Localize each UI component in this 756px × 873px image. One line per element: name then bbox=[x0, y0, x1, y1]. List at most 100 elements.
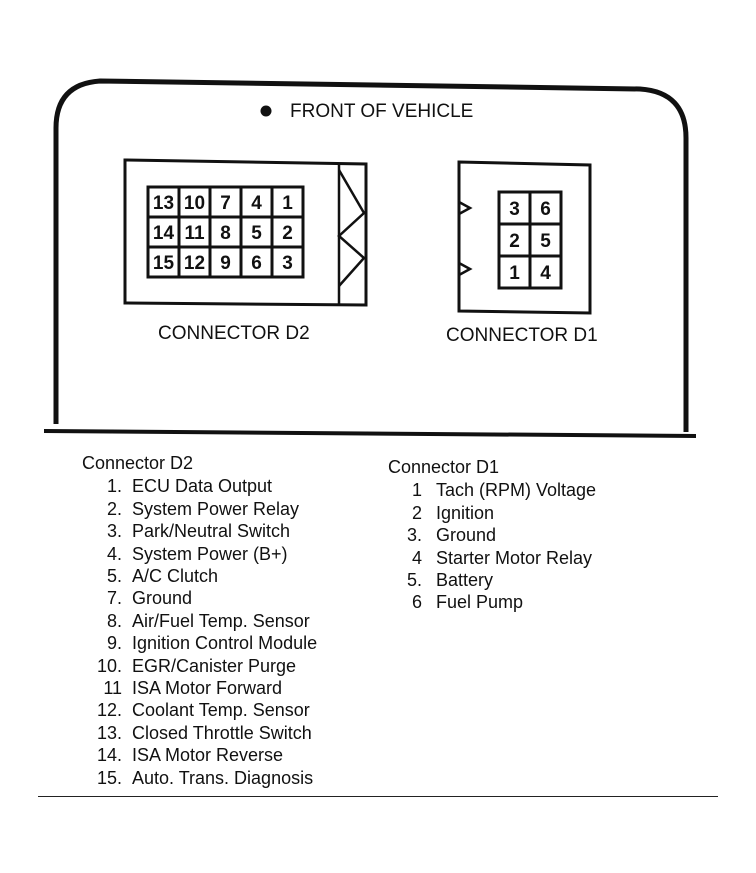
legend-d2-item: 15. Auto. Trans. Diagnosis bbox=[82, 767, 317, 789]
legend-d2-item-label: Auto. Trans. Diagnosis bbox=[132, 767, 314, 788]
pin-number: 4 bbox=[251, 193, 262, 214]
legend-d2-item-number: 1. bbox=[106, 476, 122, 497]
ecu-housing-outline bbox=[53, 78, 689, 432]
legend-d2-list: 1. ECU Data Output 2. System Power Relay 3. P… bbox=[82, 475, 317, 789]
legend-d2-item: 14. ISA Motor Reverse bbox=[82, 744, 317, 766]
legend-d1-item: 6 Fuel Pump bbox=[388, 591, 596, 613]
pin-number: 15 bbox=[153, 253, 175, 274]
legend-d1-item-label: Tach (RPM) Voltage bbox=[436, 480, 597, 501]
legend-d2-item: 1. ECU Data Output bbox=[82, 475, 317, 497]
legend-d2-item-number: 14. bbox=[96, 745, 122, 766]
legend-d1-item-number: 2 bbox=[411, 502, 422, 523]
legend-d2-item: 9.Ignition Control Module bbox=[82, 632, 317, 654]
pin-number: 6 bbox=[251, 253, 262, 274]
legend-d1-item-number: 6 bbox=[411, 592, 422, 613]
legend-d2-item-number: 8. bbox=[106, 610, 122, 631]
legend-d2-item-number: 13. bbox=[96, 722, 122, 743]
connector-d1-key-top bbox=[458, 200, 473, 216]
legend-d1-item: 3. Ground bbox=[388, 524, 596, 546]
legend-d2-item-label: A/C Clutch bbox=[132, 566, 219, 587]
legend-d2-item-number: 2. bbox=[106, 498, 122, 519]
legend-d1-title: Connector D1 bbox=[388, 457, 500, 477]
pin-number: 14 bbox=[153, 223, 175, 244]
legend-d1-item: 4 Starter Motor Relay bbox=[388, 547, 596, 569]
legend-d2-item-number: 15. bbox=[96, 767, 122, 788]
legend-d2-item-number: 10. bbox=[96, 655, 122, 676]
legend-d1-item-number: 4 bbox=[411, 547, 422, 568]
legend-d1-item: 2 Ignition bbox=[388, 502, 596, 524]
legend-d2-item-label: EGR/Canister Purge bbox=[132, 655, 297, 676]
legend-d1-item-number: 3. bbox=[406, 525, 422, 546]
pin-number: 13 bbox=[153, 193, 174, 214]
pin-number: 8 bbox=[220, 223, 231, 244]
legend-d2-item: 13. Closed Throttle Switch bbox=[82, 722, 317, 744]
bottom-divider bbox=[38, 796, 718, 797]
legend-d2-item-label: Air/Fuel Temp. Sensor bbox=[132, 610, 310, 631]
legend-d2-item-label: Ignition Control Module bbox=[132, 633, 318, 654]
pin-number: 4 bbox=[540, 263, 551, 284]
housing-base-line bbox=[43, 429, 697, 438]
pin-number: 3 bbox=[282, 253, 293, 274]
legend-d2-title: Connector D2 bbox=[82, 453, 194, 473]
legend-d2-item: 3. Park/Neutral Switch bbox=[82, 520, 317, 542]
legend-d2-item-number: 4. bbox=[106, 543, 122, 564]
legend-d2-item-number: 11 bbox=[103, 678, 122, 699]
legend-d2-item: 7. Ground bbox=[82, 587, 317, 609]
connector-d1-key-bottom bbox=[458, 261, 473, 277]
legend-d2-item-label: ECU Data Output bbox=[132, 476, 273, 497]
pin-number: 1 bbox=[509, 263, 520, 284]
legend-d1-item-label: Battery bbox=[436, 570, 494, 591]
pin-number: 12 bbox=[184, 253, 205, 274]
pin-number: 11 bbox=[184, 223, 205, 244]
legend-d2-item-label: ISA Motor Forward bbox=[132, 678, 283, 699]
pin-number: 9 bbox=[220, 253, 231, 274]
legend-d2-item: 4. System Power (B+) bbox=[82, 543, 317, 565]
pin-number: 3 bbox=[509, 199, 520, 220]
pin-number: 5 bbox=[540, 231, 551, 252]
legend-d2-item-label: Park/Neutral Switch bbox=[132, 521, 291, 542]
legend-d1-item: 1 Tach (RPM) Voltage bbox=[388, 479, 596, 501]
legend-d1-item-number: 5. bbox=[406, 570, 422, 591]
legend-d2-item: 5. A/C Clutch bbox=[82, 565, 317, 587]
legend-d2-item: 8. Air/Fuel Temp. Sensor bbox=[82, 610, 317, 632]
legend-d1-item-number: 1 bbox=[411, 480, 422, 501]
pin-number: 6 bbox=[540, 199, 551, 220]
legend-d1-item-label: Fuel Pump bbox=[436, 592, 524, 613]
legend-d2-item-label: Ground bbox=[132, 588, 193, 609]
pin-cell bbox=[528, 254, 563, 290]
connector-d2-caption: CONNECTOR D2 bbox=[158, 323, 310, 344]
legend-d2-item: 12.Coolant Temp. Sensor bbox=[82, 699, 317, 721]
legend-d1-item-label: Ground bbox=[436, 525, 497, 546]
pin-number: 1 bbox=[282, 193, 293, 214]
connector-d2-latch-zigzag bbox=[337, 169, 366, 287]
pin-number: 5 bbox=[251, 223, 262, 244]
legend-d2-item-label: Closed Throttle Switch bbox=[132, 722, 312, 743]
pin-number: 10 bbox=[184, 193, 205, 214]
legend-d1-item-label: Starter Motor Relay bbox=[436, 547, 593, 568]
legend-d2-item-label: Coolant Temp. Sensor bbox=[132, 700, 310, 721]
legend-d2-item-label: System Power (B+) bbox=[132, 543, 288, 564]
connector-d2-body bbox=[123, 158, 368, 307]
legend-d2-item-number: 3. bbox=[106, 521, 122, 542]
legend-d2-item: 10. EGR/Canister Purge bbox=[82, 655, 317, 677]
legend-d2-item: 2. System Power Relay bbox=[82, 498, 317, 520]
connector-d1-caption: CONNECTOR D1 bbox=[446, 325, 598, 346]
front-of-vehicle-label: FRONT OF VEHICLE bbox=[290, 101, 473, 122]
pin-number: 2 bbox=[282, 223, 293, 244]
legend-connector-d2: Connector D2 1. ECU Data Output 2. System P… bbox=[82, 452, 317, 789]
legend-d2-item-number: 5. bbox=[106, 566, 122, 587]
legend-connector-d1: Connector D1 1 Tach (RPM) Voltage 2 Ignitio… bbox=[388, 456, 596, 614]
pin-number: 7 bbox=[220, 193, 231, 214]
legend-d2-item-label: ISA Motor Reverse bbox=[132, 745, 284, 766]
bullet-icon bbox=[260, 105, 272, 117]
legend-d2-item-number: 7. bbox=[106, 588, 122, 609]
legend-d2-item-label: System Power Relay bbox=[132, 498, 300, 519]
legend-d2-item: 11 ISA Motor Forward bbox=[82, 677, 317, 699]
legend-d1-item-label: Ignition bbox=[436, 502, 495, 523]
pin-cell bbox=[270, 245, 305, 279]
legend-d1-list: 1 Tach (RPM) Voltage 2 Ignition 3. Ground 4 Sta… bbox=[388, 479, 596, 613]
